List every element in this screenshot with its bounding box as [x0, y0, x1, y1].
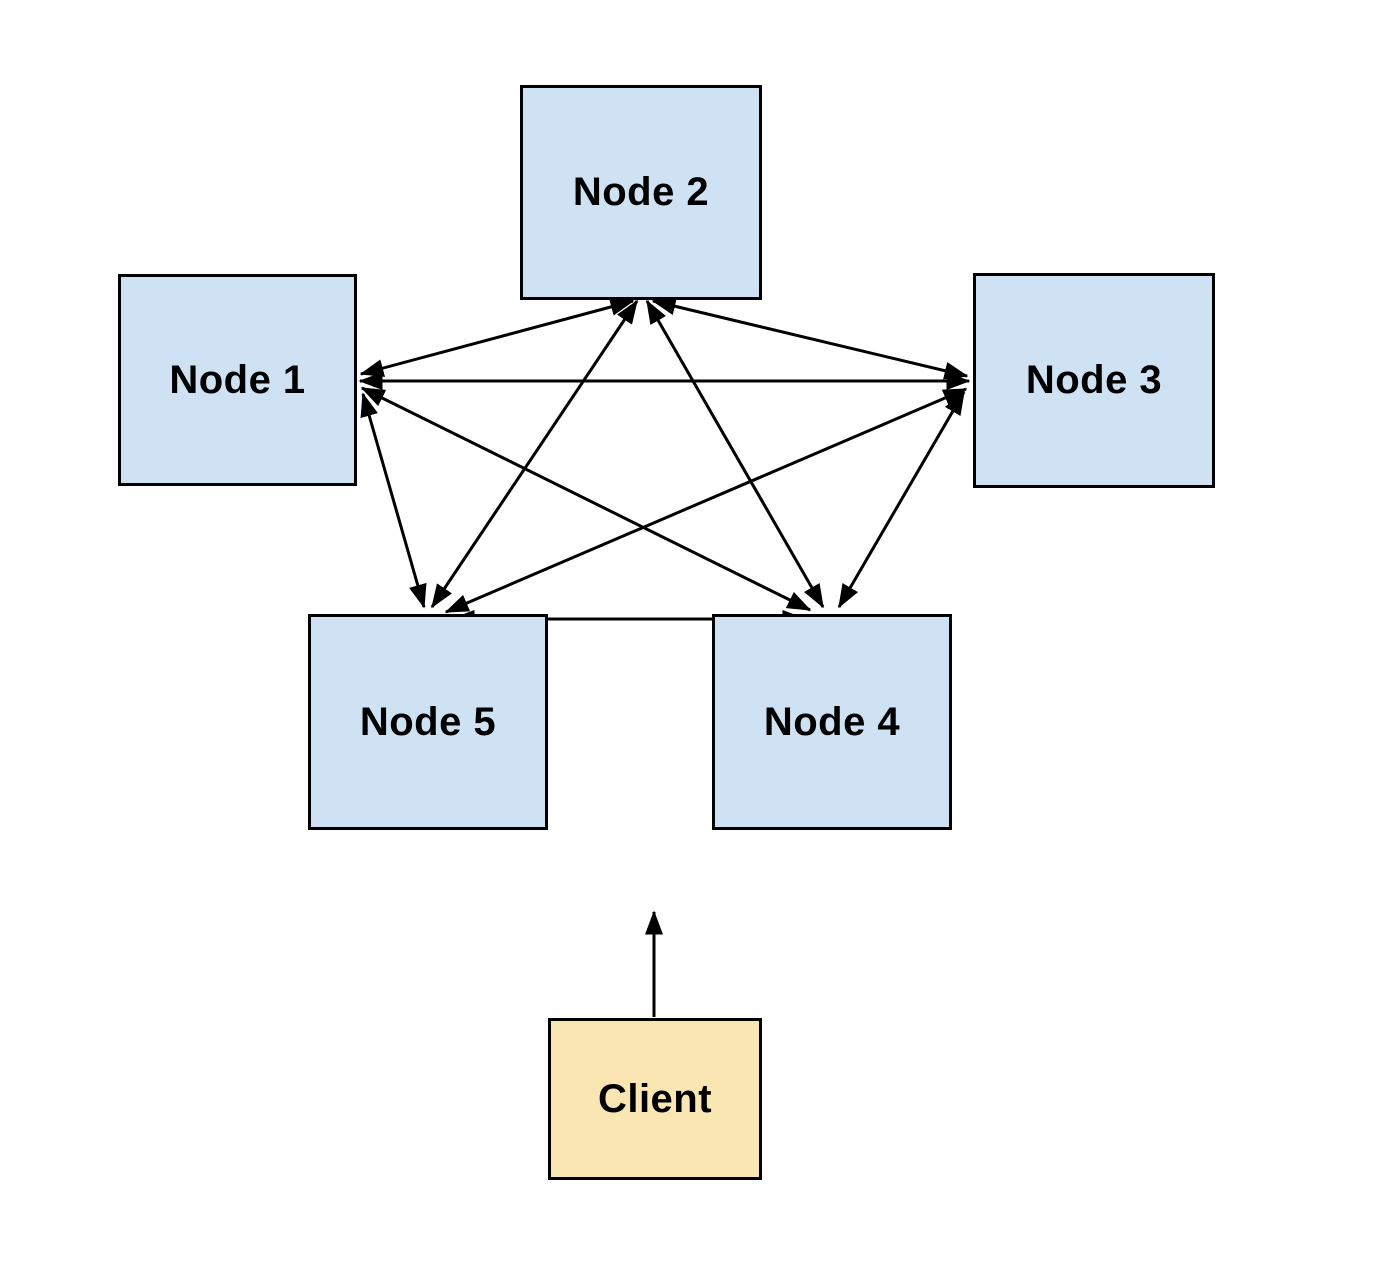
node-2-box[interactable]: Node 2: [520, 85, 762, 300]
node-2-label: Node 2: [572, 170, 710, 214]
edge-node-1-to-node-5: [360, 392, 427, 609]
node-3-label: Node 3: [1025, 358, 1163, 402]
node-5-box[interactable]: Node 5: [308, 614, 548, 830]
edge-node-3-to-node-5: [444, 387, 968, 614]
edge-node-2-to-node-3: [651, 297, 969, 380]
edge-node-2-to-node-1: [359, 298, 635, 377]
node-4-box[interactable]: Node 4: [712, 614, 952, 830]
edge-node-3-to-node-4: [837, 390, 966, 609]
node-5-label: Node 5: [359, 699, 497, 744]
client-box[interactable]: Client: [548, 1018, 762, 1180]
edge-node-1-to-node-4: [360, 386, 812, 612]
node-4-label: Node 4: [763, 699, 901, 744]
client-label: Client: [597, 1076, 713, 1121]
node-1-box[interactable]: Node 1: [118, 274, 357, 486]
edge-node-2-to-node-4: [645, 299, 825, 609]
node-3-box[interactable]: Node 3: [973, 273, 1215, 488]
node-1-label: Node 1: [169, 357, 306, 402]
